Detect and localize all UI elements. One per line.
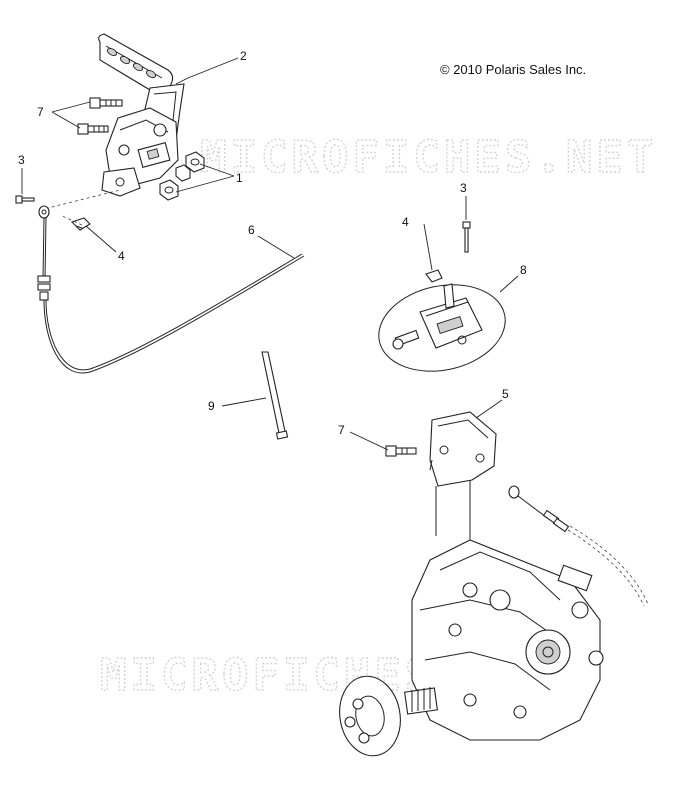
pin-left: [15, 195, 35, 204]
callout-1: 1: [236, 171, 243, 185]
leader-2: [175, 57, 239, 85]
clip-left: [70, 217, 91, 231]
leader-5: [475, 399, 503, 419]
leader-4a: [85, 225, 117, 253]
switch-assembly: [378, 283, 506, 372]
bolt-upper: [89, 97, 123, 109]
callout-7-left: 7: [37, 105, 44, 119]
bolt-right: [385, 445, 417, 457]
callout-2: 2: [240, 49, 247, 63]
leader-6: [257, 235, 295, 259]
nut-switch: [175, 164, 191, 182]
leader-1a: [199, 163, 235, 177]
callout-4-right: 4: [402, 215, 409, 229]
callout-6: 6: [248, 223, 255, 237]
leader-1b: [175, 175, 235, 193]
transmission-bracket: [429, 411, 497, 487]
transmission: [411, 539, 604, 741]
callout-8: 8: [520, 263, 527, 277]
copyright-text: © 2010 Polaris Sales Inc.: [440, 62, 586, 77]
callout-4-left: 4: [118, 249, 125, 263]
callout-5: 5: [502, 387, 509, 401]
leader-7c: [349, 431, 389, 451]
leader-8: [499, 275, 519, 293]
callout-3-right: 3: [460, 181, 467, 195]
brake-cable: [37, 205, 305, 374]
watermark-top: MICROFICHES.NET: [200, 132, 657, 183]
bolt-lower: [77, 123, 109, 135]
leader-7b: [51, 111, 81, 129]
callout-9: 9: [208, 399, 215, 413]
callout-7-right: 7: [338, 423, 345, 437]
nut-lower: [159, 179, 179, 201]
callout-3-left: 3: [18, 153, 25, 167]
leader-9: [221, 397, 267, 407]
clip-right: [425, 269, 443, 283]
pin-right: [462, 221, 471, 253]
leader-7a: [51, 101, 91, 113]
brake-lever-assembly: [98, 33, 185, 197]
cable-routing: [508, 485, 649, 607]
output-shaft: [403, 687, 439, 715]
rod: [261, 351, 289, 440]
brake-disc: [339, 675, 401, 757]
leader-4b: [423, 223, 433, 271]
